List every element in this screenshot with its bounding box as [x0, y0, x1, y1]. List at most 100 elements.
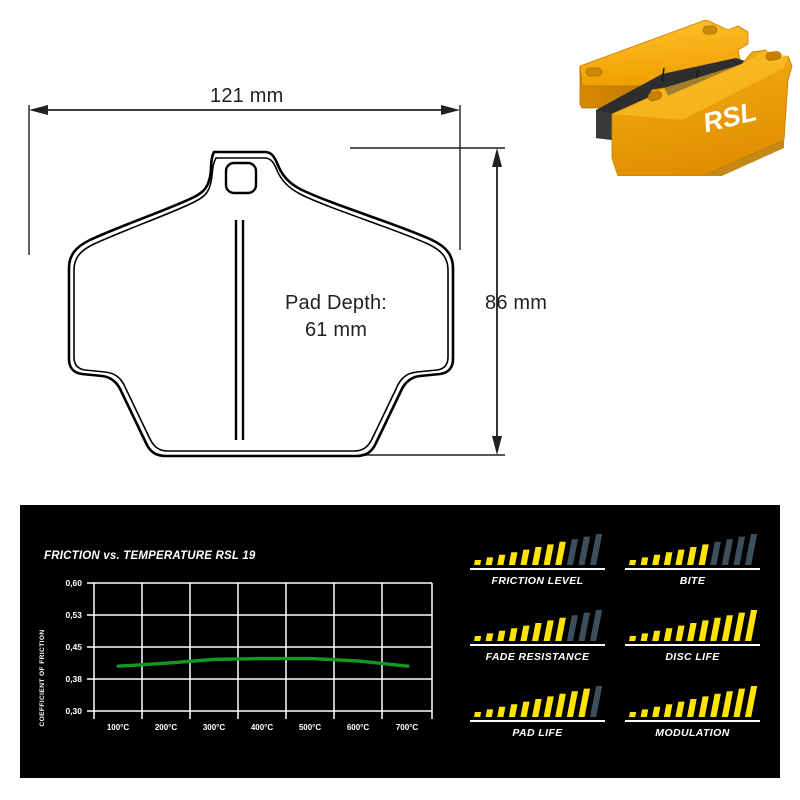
x-tick-0: 100°C	[107, 723, 130, 732]
rating-label-1: BITE	[679, 575, 706, 587]
rating-segment	[709, 541, 721, 565]
rating-meters: FRICTION LEVEL BITE FADE RESISTANCE DISC…	[460, 531, 770, 761]
rating-segment	[732, 536, 745, 565]
width-dimension-label: 121 mm	[210, 85, 284, 107]
friction-curve	[116, 656, 410, 668]
rating-segment	[508, 704, 517, 717]
rating-segment	[519, 625, 530, 641]
rating-segment	[508, 628, 517, 641]
rating-segment	[473, 636, 481, 641]
rating-segment	[543, 696, 554, 717]
rating-segment	[698, 620, 709, 641]
y-tick-3: 0,38	[65, 674, 82, 684]
x-tick-4: 500°C	[299, 723, 322, 732]
rating-segment	[686, 547, 697, 565]
rating-segment	[473, 560, 481, 565]
chart-x-ticks	[93, 711, 433, 719]
rating-segment	[721, 615, 733, 641]
rating-segment	[663, 628, 672, 641]
dimension-extension-lines	[28, 105, 505, 456]
rating-segment	[577, 536, 590, 565]
rating-segment	[543, 544, 554, 565]
rating-segment	[496, 630, 505, 641]
rating-segment	[721, 539, 733, 565]
product-photo: RSL	[552, 8, 800, 184]
rating-segment	[531, 547, 542, 565]
rating-segment	[566, 615, 578, 641]
y-tick-2: 0,45	[65, 642, 82, 652]
rating-bars-5	[628, 686, 757, 717]
rating-segment	[651, 706, 660, 717]
x-tick-5: 600°C	[347, 723, 370, 732]
rating-bite: BITE	[615, 531, 770, 607]
rating-segment	[496, 554, 505, 565]
rating-segment	[674, 549, 685, 565]
rating-segment	[698, 544, 709, 565]
x-tick-1: 200°C	[155, 723, 178, 732]
rating-segment	[721, 691, 733, 717]
rating-rule-1	[625, 568, 760, 570]
rating-segment	[589, 610, 602, 641]
pad-backing-plate-outline	[67, 150, 455, 458]
rating-segment	[698, 696, 709, 717]
rating-segment	[651, 630, 660, 641]
pad-pin-hole	[224, 161, 258, 195]
height-dimension-label: 86 mm	[485, 292, 548, 314]
rating-rule-4	[470, 720, 605, 722]
rating-segment	[744, 686, 757, 717]
rating-fade-resistance: FADE RESISTANCE	[460, 607, 615, 683]
rating-friction-level: FRICTION LEVEL	[460, 531, 615, 607]
chart-plot-area: COEFFICIENT OF FRICTION 0,60 0,53 0,45 0…	[39, 578, 433, 732]
rating-segment	[508, 552, 517, 565]
rating-bars-2	[473, 610, 602, 641]
rating-segment	[651, 554, 660, 565]
height-dimension-arrow	[492, 148, 502, 455]
rating-segment	[566, 691, 578, 717]
rating-bars-3	[628, 610, 757, 641]
x-tick-2: 300°C	[203, 723, 226, 732]
width-dimension-arrow	[29, 105, 460, 115]
rating-segment	[709, 693, 721, 717]
rating-pad-life: PAD LIFE	[460, 683, 615, 759]
rating-rule-2	[470, 644, 605, 646]
rating-segment	[577, 612, 590, 641]
rating-segment	[628, 636, 636, 641]
rating-segment	[628, 712, 636, 717]
rating-segment	[577, 688, 590, 717]
rating-segment	[744, 610, 757, 641]
rating-modulation: MODULATION	[615, 683, 770, 759]
rating-segment	[543, 620, 554, 641]
chart-title: FRICTION vs. TEMPERATURE RSL 19	[44, 550, 256, 562]
brake-pad-pair-illustration: RSL	[579, 20, 793, 184]
rating-segment	[519, 701, 530, 717]
rating-segment	[640, 633, 648, 641]
rating-label-5: MODULATION	[655, 727, 730, 739]
rating-segment	[663, 704, 672, 717]
pad-friction-material-outline	[73, 157, 449, 452]
rating-segment	[485, 633, 493, 641]
rating-segment	[732, 688, 745, 717]
rating-segment	[709, 617, 721, 641]
rating-segment	[554, 541, 566, 565]
rating-segment	[554, 693, 566, 717]
rating-segment	[519, 549, 530, 565]
rating-segment	[640, 709, 648, 717]
rating-segment	[531, 699, 542, 717]
pad-center-slot	[234, 220, 245, 440]
y-tick-4: 0,30	[65, 706, 82, 716]
rating-segment	[640, 557, 648, 565]
rating-bars-1	[628, 534, 757, 565]
rating-segment	[686, 699, 697, 717]
x-tick-3: 400°C	[251, 723, 274, 732]
rating-rule-0	[470, 568, 605, 570]
rating-bars-4	[473, 686, 602, 717]
rating-segment	[732, 612, 745, 641]
rating-segment	[566, 539, 578, 565]
rating-segment	[674, 701, 685, 717]
y-axis-title: COEFFICIENT OF FRICTION	[39, 629, 46, 726]
friction-temperature-chart: FRICTION vs. TEMPERATURE RSL 19 COEFFICI…	[32, 550, 450, 765]
rating-segment	[531, 623, 542, 641]
rating-segment	[485, 709, 493, 717]
rating-segment	[485, 557, 493, 565]
